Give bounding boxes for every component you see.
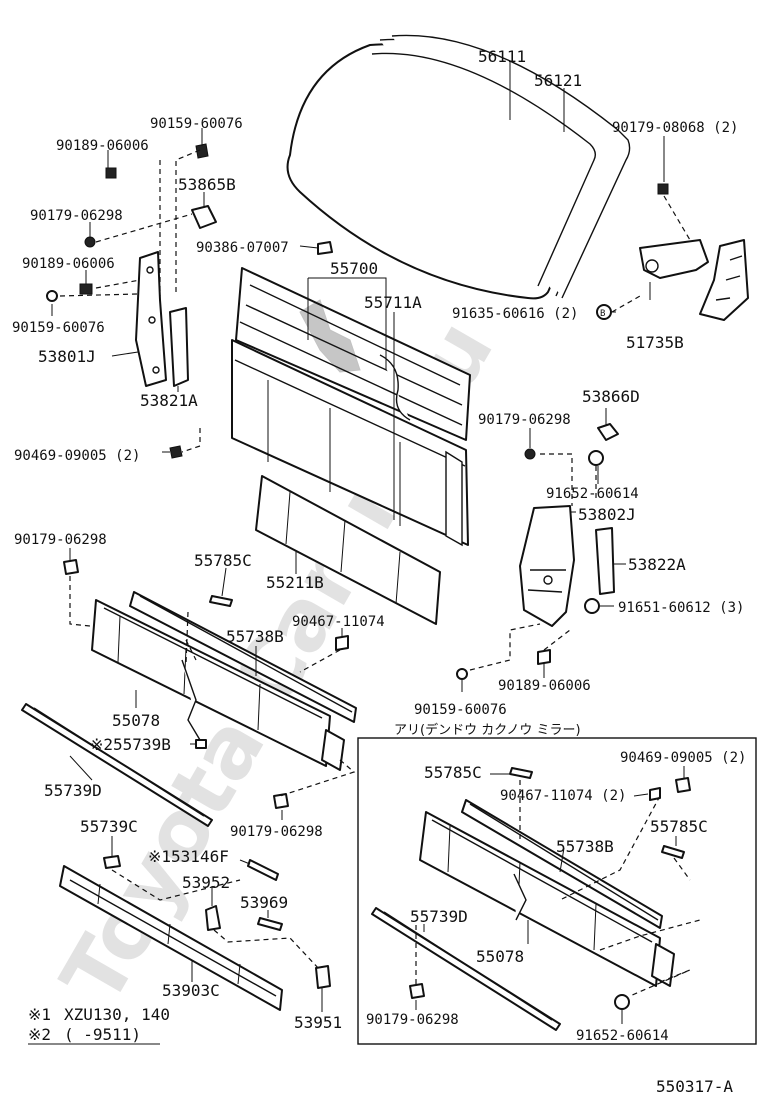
fasteners-right-mid[interactable] [456,423,619,680]
label-53821A: 53821A [140,391,198,410]
fasteners-right-top[interactable]: B [596,183,669,320]
label-55739D: 55739D [44,781,102,800]
label-91652-60614-r: 91652-60614 [546,486,639,502]
label-91651-60612: 91651-60612 (3) [618,600,744,616]
molding-55738B[interactable] [129,591,357,723]
leaders-left [59,149,201,453]
label-90159-60076-top: 90159-60076 [150,116,243,132]
label-option-55738B: 55738B [556,837,614,856]
footnote-2-text: ( -9511) [64,1025,141,1044]
bracket-53952[interactable] [205,905,221,931]
label-option-55078: 55078 [476,947,524,966]
option-clip-55785C-a[interactable] [509,767,533,779]
label-option-55739D: 55739D [410,907,468,926]
label-53969: 53969 [240,893,288,912]
label-option-55785C-a: 55785C [424,763,482,782]
label-90159-60076-r: 90159-60076 [414,702,507,718]
undercover-53903C[interactable] [59,865,283,1011]
label-53866D: 53866D [582,387,640,406]
windshield-glass[interactable] [286,34,631,300]
label-option-91652-60614: 91652-60614 [576,1028,669,1044]
cowl-inner-panel-55711A[interactable] [231,339,469,547]
label-56111: 56111 [478,47,526,66]
trim-panel-55211B[interactable] [255,475,441,625]
fastener-bl[interactable] [63,559,79,575]
clip-55739B[interactable] [195,739,207,749]
bracket-53802J[interactable] [519,505,575,627]
clip-symbol: B [600,309,605,319]
label-90179-08068: 90179-08068 (2) [612,120,738,136]
label-53903C: 53903C [162,981,220,1000]
label-51735B: 51735B [626,333,684,352]
label-55738B: 55738B [226,627,284,646]
option-header: アリ(デンドウ カクノウ ミラー) [394,722,581,738]
option-molding-55738B[interactable] [461,799,663,929]
label-53952: 53952 [182,873,230,892]
label-55785C: 55785C [194,551,252,570]
label-90179-06298-b: 90179-06298 [230,824,323,840]
label-53951: 53951 [294,1013,342,1032]
label-53801J: 53801J [38,347,96,366]
bracket-53801J[interactable] [135,251,167,387]
bracket-53822A[interactable] [595,527,615,595]
footnotes: ※1 XZU130, 140 ※2 ( -9511) [28,1005,170,1045]
part-labels: 56111 56121 90159-60076 90189-06006 5386… [12,47,746,1044]
label-90189-06006-r: 90189-06006 [498,678,591,694]
leader-bl [69,576,91,627]
label-53865B: 53865B [178,175,236,194]
label-53146F: ※153146F [148,847,229,866]
clip-55739C[interactable] [103,855,121,869]
label-90179-06298-bl: 90179-06298 [14,532,107,548]
label-option-90469-09005: 90469-09005 (2) [620,750,746,766]
option-leaders [415,780,701,997]
label-option-55785C-b: 55785C [650,817,708,836]
label-90189-06006-top: 90189-06006 [56,138,149,154]
leaders-undercover [111,869,321,971]
option-fasteners[interactable] [409,777,691,1010]
molding-55739D[interactable] [21,703,213,827]
pad-53146F[interactable] [247,859,279,881]
fastener-b[interactable] [273,793,289,809]
label-90386-07007: 90386-07007 [196,240,289,256]
leaders-right-mid [469,453,597,671]
label-option-90179-06298: 90179-06298 [366,1012,459,1028]
panel-55078[interactable] [91,599,345,771]
label-option-90467-11074: 90467-11074 (2) [500,788,626,804]
footnote-2-mark: ※2 [28,1025,51,1044]
bracket-53951[interactable] [315,965,331,989]
label-55739C: 55739C [80,817,138,836]
bracket-53821A[interactable] [169,307,189,387]
pad-53969[interactable] [257,917,283,931]
label-55211B: 55211B [266,573,324,592]
label-91635-60616: 91635-60616 (2) [452,306,578,322]
label-55078: 55078 [112,711,160,730]
footnote-1-mark: ※1 [28,1005,51,1024]
label-55739B: ※255739B [90,735,171,754]
option-molding-55739D[interactable] [371,907,561,1031]
label-90189-06006-mid: 90189-06006 [22,256,115,272]
label-53802J: 53802J [578,505,636,524]
label-90179-06298-l: 90179-06298 [30,208,123,224]
clip-90467[interactable] [335,635,349,651]
leaders-lower-left [185,611,356,797]
fasteners-left[interactable] [46,143,333,459]
label-55700: 55700 [330,259,378,278]
label-90467-11074: 90467-11074 [292,614,385,630]
label-56121: 56121 [534,71,582,90]
label-90179-06298-r: 90179-06298 [478,412,571,428]
bracket-51735B[interactable] [639,239,749,321]
option-panel-55078[interactable] [419,811,675,987]
label-90469-09005-l: 90469-09005 (2) [14,448,140,464]
drawing-code: 550317-A [656,1077,733,1096]
label-53822A: 53822A [628,555,686,574]
label-90159-60076-mid: 90159-60076 [12,320,105,336]
label-55711A: 55711A [364,293,422,312]
footnote-1-text: XZU130, 140 [64,1005,170,1024]
clip-55785C[interactable] [209,595,233,607]
label-leaders [51,62,685,1024]
option-box [357,737,757,1045]
